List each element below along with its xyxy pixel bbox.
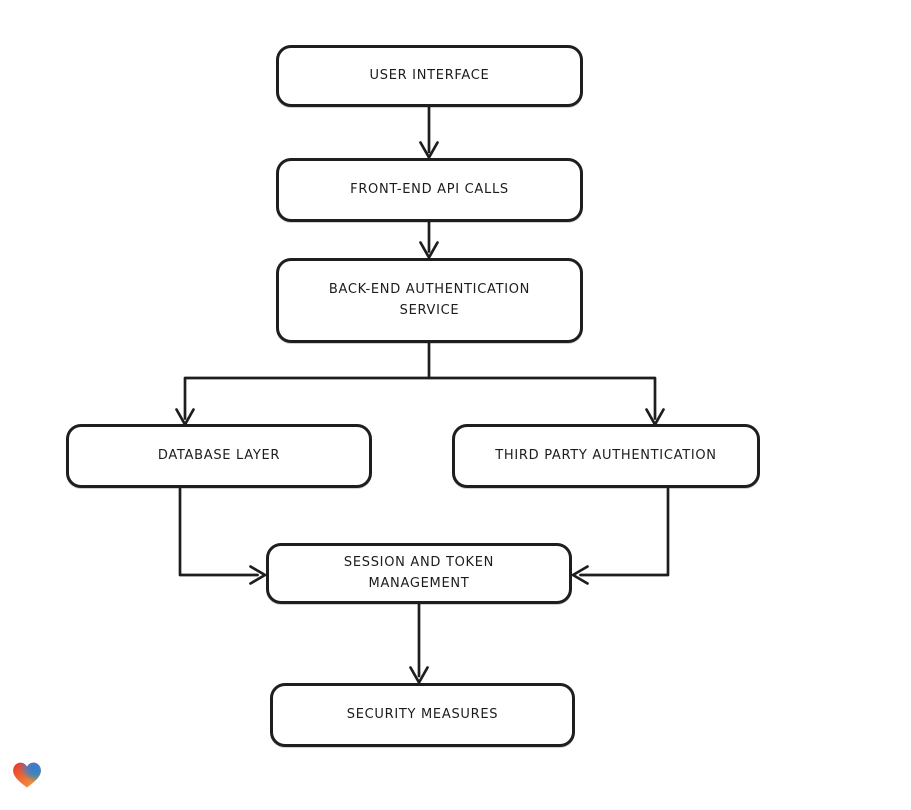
node-database-layer: DATABASE LAYER bbox=[66, 424, 372, 488]
edge-user-interface-to-front-end-api-calls bbox=[419, 105, 439, 159]
node-label: SECURITY MEASURES bbox=[346, 706, 499, 722]
edge-back-end-authentication-service-branch bbox=[175, 341, 665, 426]
node-front-end-api-calls: FRONT-END API CALLS bbox=[276, 158, 583, 222]
edge-session-and-token-management-to-security-measures bbox=[409, 602, 429, 684]
node-label: BACK-END AUTHENTICATION SERVICE bbox=[328, 282, 531, 318]
node-label: THIRD PARTY AUTHENTICATION bbox=[495, 447, 717, 463]
node-label: SESSION AND TOKEN MANAGEMENT bbox=[343, 555, 495, 591]
edge-third-party-authentication-to-session-and-token-management bbox=[571, 487, 670, 585]
node-back-end-authentication-service: BACK-END AUTHENTICATION SERVICE bbox=[276, 258, 583, 343]
node-label: USER INTERFACE bbox=[369, 67, 490, 83]
heart-logo bbox=[13, 762, 41, 788]
node-user-interface: USER INTERFACE bbox=[276, 45, 583, 107]
node-session-and-token-management: SESSION AND TOKEN MANAGEMENT bbox=[266, 543, 572, 604]
edge-database-layer-to-session-and-token-management bbox=[178, 487, 267, 585]
node-third-party-authentication: THIRD PARTY AUTHENTICATION bbox=[452, 424, 760, 488]
node-label: FRONT-END API CALLS bbox=[350, 181, 509, 197]
edge-front-end-api-calls-to-back-end-authentication-service bbox=[419, 220, 439, 259]
node-security-measures: SECURITY MEASURES bbox=[270, 683, 575, 747]
node-label: DATABASE LAYER bbox=[157, 447, 281, 463]
